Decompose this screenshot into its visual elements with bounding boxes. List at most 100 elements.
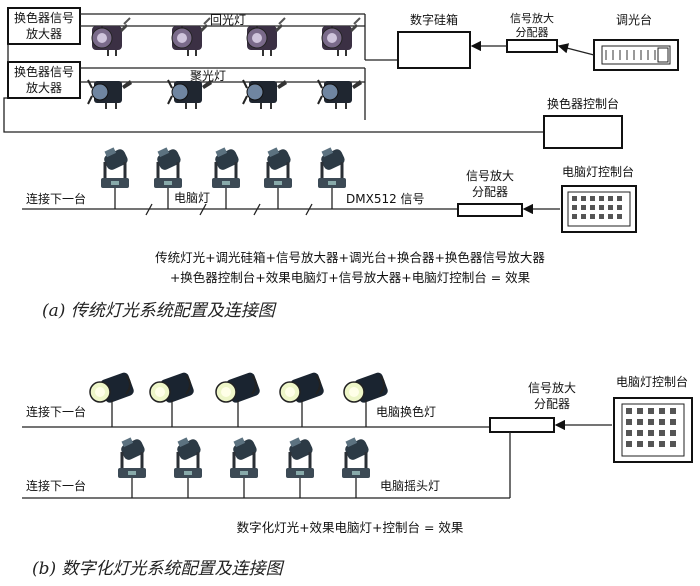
moving-console-key (590, 214, 595, 219)
fresnel-icon (171, 17, 211, 57)
chain-label-a: 连接下一台 (26, 191, 86, 206)
equation-a-line-2: +换色器控制台+效果电脑灯+信号放大器+电脑灯控制台 = 效果 (170, 270, 531, 285)
led-color-light-icon (215, 370, 263, 406)
splitter-b-line-2: 分配器 (534, 397, 570, 411)
moving-console-key (608, 214, 613, 219)
spotlight-icon (87, 79, 133, 110)
splitter-mid-line-2: 分配器 (472, 185, 508, 199)
console-b-key (670, 441, 676, 447)
color-light-label: 电脑换色灯 (376, 405, 436, 419)
arrow-to-splitter (557, 43, 595, 56)
moving-console-key (572, 196, 577, 201)
spotlight-icon (317, 79, 363, 110)
console-b-key (670, 408, 676, 414)
console-b-key (626, 419, 632, 425)
moving-head-icon (152, 145, 184, 190)
dmx-label: DMX512 信号 (346, 192, 425, 206)
led-color-light-icon (279, 370, 327, 406)
scroller-ctrl-box (543, 115, 623, 149)
moving-head-icon (210, 145, 242, 190)
console-b-key (626, 441, 632, 447)
console-b-key (648, 419, 654, 425)
chain-label-b2: 连接下一台 (26, 478, 86, 493)
scroller-amp-2-line-1: 换色器信号 (14, 65, 74, 79)
moving-console-key (599, 214, 604, 219)
equation-b: 数字化灯光+效果电脑灯+控制台 = 效果 (237, 520, 464, 535)
led-color-light-icon (89, 370, 137, 406)
moving-console-key (608, 205, 613, 210)
spotlight-icon (167, 79, 213, 110)
splitter-top-line-2: 分配器 (516, 26, 549, 39)
scroller-amp-box-2 (7, 61, 81, 99)
splitter-b-box (489, 417, 555, 433)
console-b-key (659, 441, 665, 447)
console-box (593, 39, 679, 71)
splitter-top-line-1: 信号放大 (510, 11, 554, 25)
console-label: 调光台 (616, 12, 652, 27)
scroller-ctrl-line (3, 97, 544, 133)
splitter-b-line-1: 信号放大 (528, 380, 576, 395)
fresnel-icon (246, 17, 286, 57)
moving-console-key (599, 196, 604, 201)
moving-console-key (617, 205, 622, 210)
console-b-key (637, 441, 643, 447)
moving-console-key (572, 214, 577, 219)
spotlight-icon (242, 79, 288, 110)
console-b-key (637, 430, 643, 436)
console-b-key (648, 441, 654, 447)
moving-console-key (590, 196, 595, 201)
moving-head-icon (340, 435, 372, 480)
console-b-key (659, 408, 665, 414)
fresnel-icon (91, 17, 131, 57)
break-2 (199, 203, 207, 216)
led-color-light-icon (343, 370, 391, 406)
moving-console-label: 电脑灯控制台 (562, 164, 634, 179)
back-light-label: 回光灯 (210, 13, 246, 27)
splitter-mid-box (457, 203, 523, 217)
moving-head-label: 电脑灯 (174, 191, 210, 205)
moving-head-icon (172, 435, 204, 480)
console-panel (601, 45, 671, 65)
moving-console-key (581, 214, 586, 219)
console-b-key (637, 408, 643, 414)
scroller-amp-1-line-2: 放大器 (26, 26, 62, 41)
caption-b: (b) 数字化灯光系统配置及连接图 (32, 559, 285, 579)
console-b-key (626, 408, 632, 414)
moving-console-key (590, 205, 595, 210)
console-screen (657, 47, 669, 63)
moving-head-icon (316, 145, 348, 190)
moving-console-panel (567, 191, 631, 227)
console-b-label: 电脑灯控制台 (616, 374, 688, 389)
console-b-key (648, 430, 654, 436)
scroller-amp-box-1 (7, 7, 81, 45)
console-b-key (659, 419, 665, 425)
dimmer-box (397, 31, 471, 69)
console-b-key (637, 419, 643, 425)
moving-console-key (617, 214, 622, 219)
moving-console-key (617, 196, 622, 201)
break-1 (145, 203, 153, 216)
moving-console-key (572, 205, 577, 210)
console-b-panel (621, 403, 685, 457)
console-b-key (648, 408, 654, 414)
break-3 (253, 203, 261, 216)
moving-head-icon (99, 145, 131, 190)
caption-a: (a) 传统灯光系统配置及连接图 (42, 301, 277, 321)
moving-console-key (608, 196, 613, 201)
moving-console-key (599, 205, 604, 210)
console-b-key (626, 430, 632, 436)
console-b-key (670, 430, 676, 436)
fresnel-icon (321, 17, 361, 57)
chain-label-b1: 连接下一台 (26, 404, 86, 419)
moving-head-icon (284, 435, 316, 480)
console-b-key (659, 430, 665, 436)
splitter-mid-line-1: 信号放大 (466, 168, 514, 183)
scroller-ctrl-label: 换色器控制台 (547, 96, 619, 111)
break-4 (305, 203, 313, 216)
scroller-amp-1-line-1: 换色器信号 (14, 11, 74, 25)
console-b-key (670, 419, 676, 425)
spot-light-label: 聚光灯 (190, 69, 226, 83)
moving-console-key (581, 196, 586, 201)
